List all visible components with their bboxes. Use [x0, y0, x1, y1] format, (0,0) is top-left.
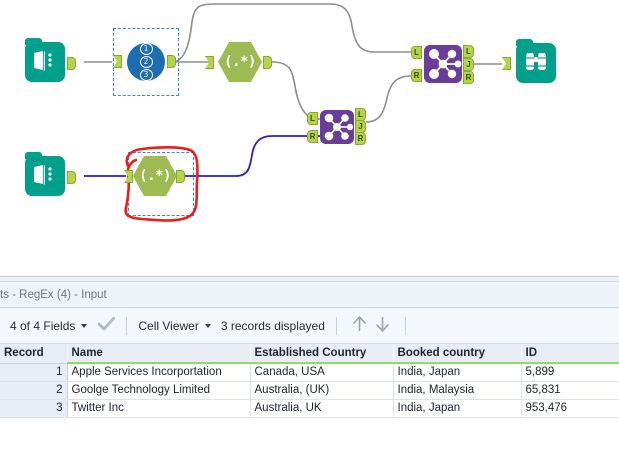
join-output-port-right[interactable]: R	[463, 71, 474, 84]
book-icon	[34, 165, 52, 186]
regex-icon: (.*)	[217, 39, 263, 85]
book-icon	[34, 51, 52, 72]
column-header-id[interactable]: ID	[521, 344, 619, 364]
regex-label: (.*)	[139, 168, 171, 184]
join-icon	[424, 45, 462, 83]
table-row[interactable]: 1 Apple Services Incorportation Canada, …	[0, 363, 619, 382]
cell-booked[interactable]: India, Japan	[393, 399, 522, 418]
toolbar-separator	[335, 316, 337, 335]
cell-record: 3	[0, 399, 68, 418]
results-table[interactable]: Record Name Established Country Booked c…	[0, 344, 619, 418]
cell-id[interactable]: 5,899	[521, 363, 619, 382]
output-port[interactable]	[67, 57, 76, 70]
hexagon-shape	[218, 42, 262, 82]
join-output-port-join[interactable]: J	[463, 58, 474, 71]
table-row[interactable]: 2 Goolge Technology Limited Australia, (…	[0, 381, 619, 400]
node-join-1[interactable]: L R L J R	[411, 45, 474, 84]
records-displayed-label: 3 records displayed	[220, 318, 325, 333]
join-output-port-right[interactable]: R	[355, 132, 366, 145]
results-toolbar: 4 of 4 Fields Cell Viewer 3 records disp…	[0, 308, 619, 344]
output-port[interactable]	[67, 171, 76, 184]
join-input-port-left[interactable]: L	[307, 112, 318, 125]
cell-booked[interactable]: India, Malaysia	[393, 381, 522, 400]
cell-booked[interactable]: India, Japan	[393, 363, 522, 382]
column-header-record[interactable]: Record	[0, 344, 68, 364]
input-data-icon	[25, 38, 65, 82]
node-regex-1[interactable]: (.*)	[205, 39, 272, 85]
join-input-port-right[interactable]: R	[307, 130, 318, 143]
output-port[interactable]	[176, 170, 185, 183]
chevron-down-icon[interactable]	[81, 323, 88, 328]
chevron-down-icon[interactable]	[204, 323, 211, 328]
viewer-selector[interactable]: Cell Viewer	[138, 318, 211, 333]
workflow-canvas[interactable]: 1 2 3 (.*)	[0, 0, 619, 276]
browse-icon	[516, 39, 556, 83]
input-data-icon	[25, 152, 65, 196]
cell-id[interactable]: 65,831	[521, 381, 619, 400]
join-glyph	[324, 113, 354, 141]
record-id-icon: 1 2 3	[127, 43, 165, 81]
regex-icon: (.*)	[132, 153, 178, 199]
column-header-name[interactable]: Name	[67, 344, 251, 364]
output-port[interactable]	[263, 56, 272, 69]
checkmark-icon[interactable]	[97, 316, 116, 334]
hexagon-shape	[133, 156, 177, 196]
join-glyph	[429, 49, 462, 79]
column-header-established[interactable]: Established Country	[250, 344, 394, 364]
arrow-up-icon[interactable]	[352, 315, 367, 336]
join-input-port-right[interactable]: R	[411, 69, 422, 82]
cell-record: 2	[0, 381, 68, 400]
output-port[interactable]	[167, 55, 176, 68]
join-icon	[320, 110, 354, 144]
join-output-port-left[interactable]: L	[463, 45, 474, 58]
node-input-data-2[interactable]	[25, 152, 76, 196]
cell-name[interactable]: Goolge Technology Limited	[67, 381, 251, 400]
node-input-data-1[interactable]	[25, 38, 76, 82]
red-annotation-loop	[124, 145, 199, 222]
record-digit-1: 1	[139, 43, 153, 56]
cell-name[interactable]: Twitter Inc	[67, 399, 251, 418]
toolbar-separator	[126, 316, 128, 335]
record-digit-2: 2	[139, 55, 153, 69]
binoculars-icon	[526, 53, 546, 70]
viewer-label: Cell Viewer	[138, 318, 199, 333]
fields-label: 4 of 4 Fields	[10, 318, 76, 333]
cell-established[interactable]: Australia, UK	[250, 399, 394, 418]
node-join-2[interactable]: L R L J R	[307, 108, 366, 145]
panel-splitter[interactable]	[0, 276, 619, 282]
join-input-port-left[interactable]: L	[411, 46, 422, 59]
cell-record: 1	[0, 363, 68, 382]
node-browse[interactable]	[502, 39, 556, 83]
cell-established[interactable]: Australia, (UK)	[250, 381, 394, 400]
column-header-booked[interactable]: Booked country	[393, 344, 522, 364]
table-row[interactable]: 3 Twitter Inc Australia, UK India, Japan…	[0, 399, 619, 418]
table-header-row: Record Name Established Country Booked c…	[0, 344, 619, 364]
node-record-id[interactable]: 1 2 3	[113, 43, 176, 81]
node-regex-2[interactable]: (.*)	[124, 153, 185, 199]
cell-established[interactable]: Canada, USA	[250, 363, 394, 382]
record-digit-3: 3	[139, 68, 153, 81]
cell-name[interactable]: Apple Services Incorportation	[67, 363, 251, 382]
toolbar-separator	[404, 316, 406, 335]
fields-selector[interactable]: 4 of 4 Fields	[10, 318, 88, 333]
results-panel-title: ts - RegEx (4) - Input	[0, 282, 619, 308]
cell-id[interactable]: 953,476	[521, 399, 619, 418]
results-panel: ts - RegEx (4) - Input 4 of 4 Fields Cel…	[0, 276, 619, 452]
regex-label: (.*)	[224, 54, 256, 70]
selection-box-record-id	[113, 28, 179, 96]
arrow-down-icon[interactable]	[375, 315, 390, 336]
